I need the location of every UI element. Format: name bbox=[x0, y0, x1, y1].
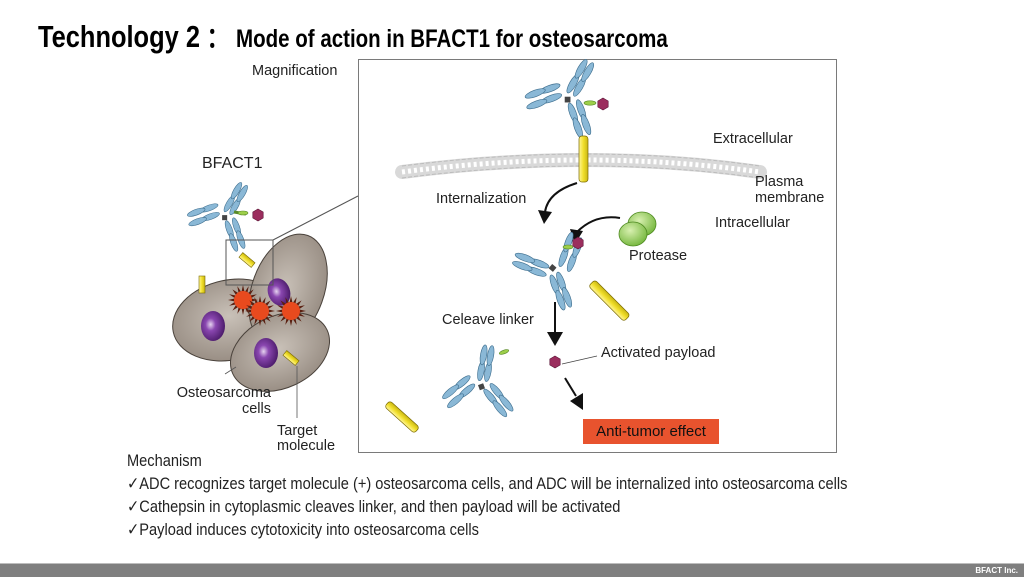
mechanism-heading: Mechanism bbox=[127, 451, 202, 470]
magnify-connector-line bbox=[272, 195, 359, 241]
target-molecule-icon bbox=[385, 401, 419, 433]
arrow-head-icon bbox=[570, 393, 583, 410]
target-molecule-icon bbox=[198, 275, 206, 294]
mechanism-item: ✓Cathepsin in cytoplasmic cleaves linker… bbox=[127, 497, 621, 516]
title-main: Technology 2 bbox=[38, 19, 200, 54]
arrow-head-icon bbox=[570, 229, 583, 244]
osteosarcoma-cells-cluster bbox=[164, 195, 359, 418]
antibody-icon bbox=[523, 57, 597, 140]
arrow-head-icon bbox=[538, 210, 552, 224]
antibody-icon bbox=[504, 210, 612, 316]
magnification-label: Magnification bbox=[252, 63, 338, 79]
effect-arrow bbox=[564, 377, 577, 397]
check-icon: ✓ bbox=[127, 520, 140, 539]
anti-tumor-effect-badge: Anti-tumor effect bbox=[583, 419, 719, 444]
protease-icon bbox=[618, 211, 657, 247]
apoptosis-burst-icon bbox=[276, 296, 306, 326]
protease-arrow bbox=[576, 216, 621, 233]
payload-icon bbox=[252, 208, 264, 222]
magnify-region-box bbox=[225, 239, 274, 286]
internalized-adc bbox=[504, 210, 630, 321]
plasma-membrane-label: Plasma membrane bbox=[755, 174, 825, 206]
extracellular-label: Extracellular bbox=[713, 131, 793, 147]
mechanism-section: Mechanism ✓ADC recognizes target molecul… bbox=[127, 449, 847, 541]
intracellular-label: Intracellular bbox=[715, 215, 790, 231]
title-subtitle: Mode of action in BFACT1 for osteosarcom… bbox=[236, 25, 668, 53]
mechanism-item: ✓Payload induces cytotoxicity into osteo… bbox=[127, 520, 479, 539]
cleave-linker-label: Celeave linker bbox=[442, 312, 534, 328]
antibody-icon bbox=[428, 339, 520, 437]
check-icon: ✓ bbox=[127, 474, 140, 493]
cleaved-antibody bbox=[385, 339, 520, 437]
title-separator: ： bbox=[206, 22, 230, 53]
nucleus-icon bbox=[254, 338, 278, 368]
cell-bottom bbox=[229, 312, 331, 392]
slide-title: Technology 2：Mode of action in BFACT1 fo… bbox=[38, 16, 668, 56]
target-molecule-icon bbox=[578, 135, 589, 183]
company-name: BFACT Inc. bbox=[975, 566, 1018, 575]
osteosarcoma-cells-label: Osteosarcoma cells bbox=[176, 385, 271, 417]
internalization-arrow bbox=[544, 182, 578, 213]
check-icon: ✓ bbox=[127, 497, 140, 516]
target-molecule-icon bbox=[282, 350, 300, 366]
target-molecule-icon bbox=[238, 252, 256, 268]
protease-label: Protease bbox=[629, 248, 688, 264]
payload-icon bbox=[597, 97, 609, 111]
payload-icon bbox=[572, 236, 584, 250]
footer-bar: BFACT Inc. bbox=[0, 563, 1024, 577]
activated-payload-label: Activated payload bbox=[601, 345, 716, 361]
target-molecule-icon bbox=[589, 280, 630, 321]
internalization-label: Internalization bbox=[436, 191, 527, 207]
activated-payload-icon bbox=[549, 355, 561, 369]
target-molecule-label: Target molecule bbox=[277, 423, 336, 454]
antibody-icon bbox=[186, 180, 250, 253]
apoptosis-burst-icon bbox=[245, 296, 275, 326]
nucleus-icon bbox=[201, 311, 225, 341]
bfact1-adc-left bbox=[186, 180, 264, 253]
bfact1-label: BFACT1 bbox=[202, 155, 263, 172]
bound-adc bbox=[523, 57, 609, 183]
mechanism-item: ✓ADC recognizes target molecule (+) oste… bbox=[127, 474, 848, 493]
linker-icon bbox=[498, 349, 510, 355]
arrow-head-icon bbox=[547, 332, 563, 346]
linker-icon bbox=[562, 244, 574, 250]
magnification-frame bbox=[358, 59, 837, 453]
linker-icon bbox=[583, 100, 597, 106]
